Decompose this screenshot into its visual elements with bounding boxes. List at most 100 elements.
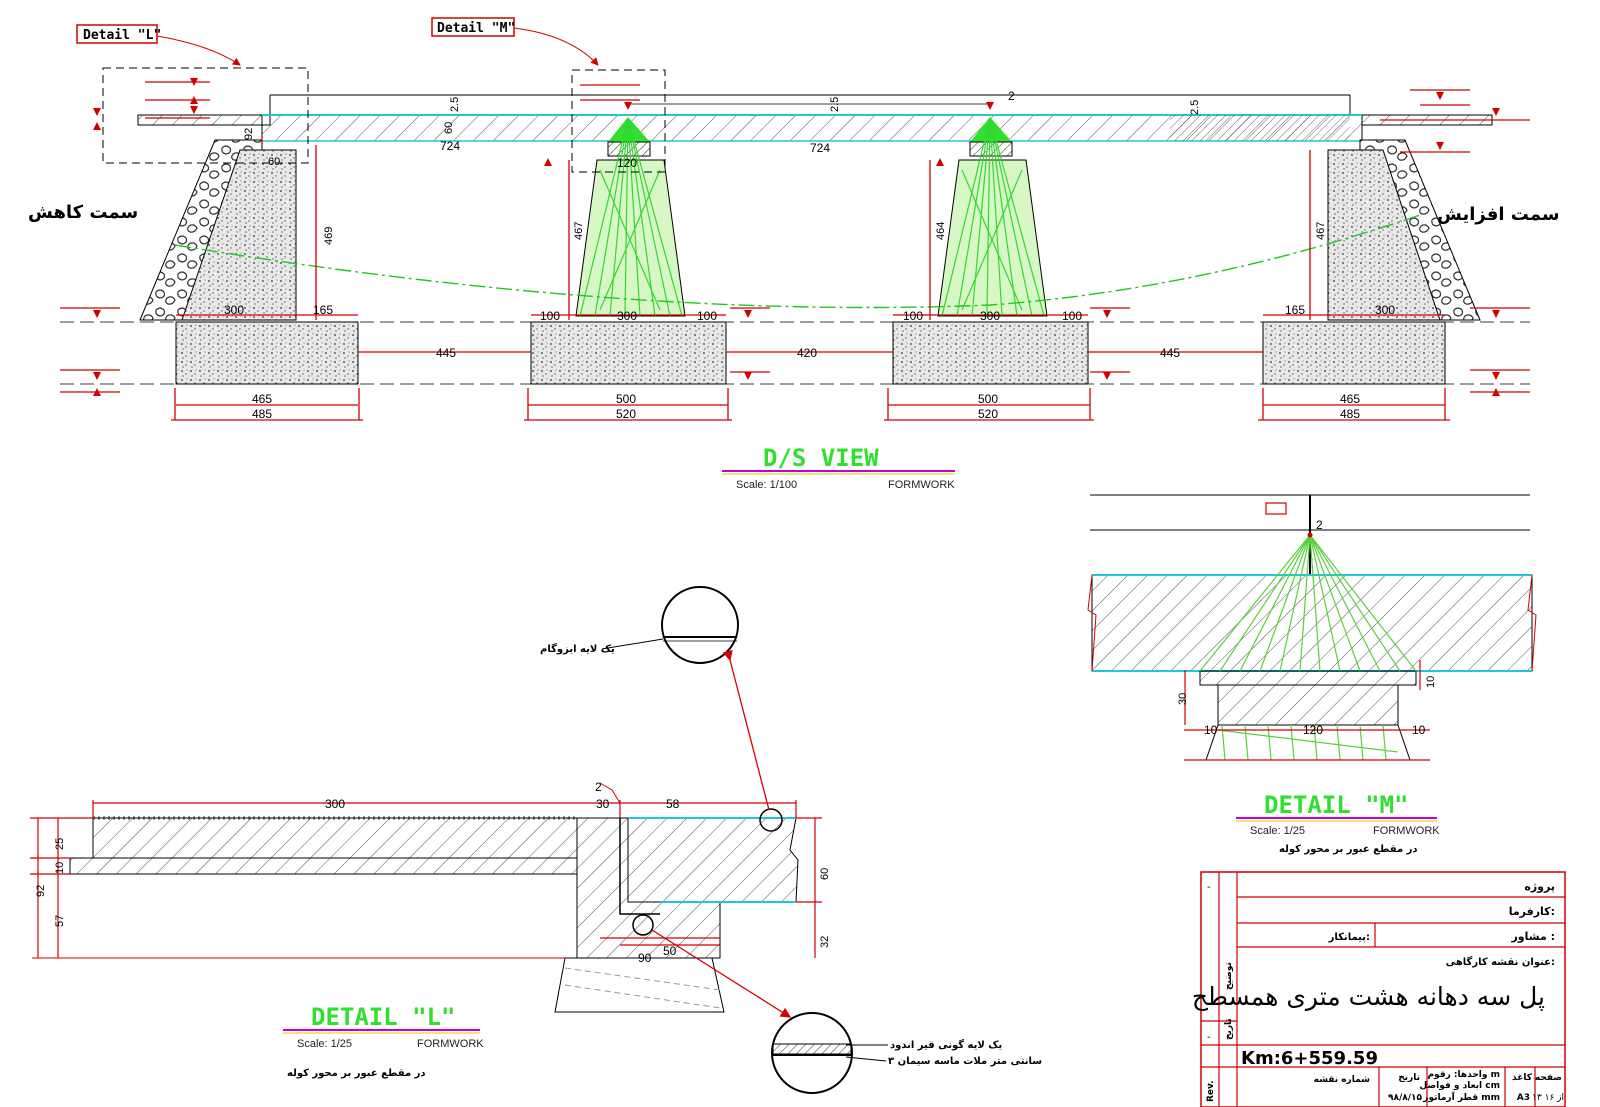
tb-paper: A3 (1517, 1093, 1530, 1103)
deck-dim-7: 2 (1008, 89, 1015, 103)
pier1-a-dim: 100 (540, 309, 560, 323)
right-base2-dim: 300 (1375, 303, 1395, 317)
right-span-dim: 445 (1160, 346, 1180, 360)
pier1-height-dim: 467 (573, 222, 585, 240)
detail-m-dim-height: 30 (1177, 693, 1189, 705)
right-w2-dim: 485 (1340, 407, 1360, 421)
tb-units-3: قطر آرماتور mm (1422, 1091, 1500, 1103)
detail-l: یک لایه ایزوگام یک لایه گونی قیر اندود ۳… (30, 586, 1042, 1094)
detail-m-dim-side: 10 (1425, 676, 1437, 688)
deck-dim-3: 2.5 (829, 97, 841, 112)
detail-l-title: DETAIL "L" (311, 1003, 456, 1031)
tb-drawing-title: پل سه دهانه هشت متری همسطح (1192, 982, 1545, 1012)
detail-l-bottom-label-2: ۳ سانتی متر ملات ماسه سیمان (888, 1056, 1042, 1067)
detail-m-box (571, 69, 666, 173)
tb-dash-1: - (1207, 882, 1211, 893)
ds-view: Detail "L" Detail "M" سمت کاهش سمت افزای… (28, 17, 1560, 491)
title-block: پروژه کارفرما: مشاور : پیمانکار: عنوان ن… (1192, 871, 1566, 1107)
deck-dim-6: 724 (810, 141, 830, 155)
detail-l-dim-90: 90 (638, 951, 652, 965)
left-span-dim: 445 (436, 346, 456, 360)
detail-l-top-bubble (661, 586, 739, 664)
detail-m-dim-left: 10 (1204, 723, 1218, 737)
detail-l-top-bubble-label: یک لایه ایزوگام (540, 642, 615, 655)
detail-m-scale: Scale: 1/25 (1250, 825, 1305, 837)
detail-l-dim-92: 92 (35, 885, 47, 897)
tb-units-2: ابعاد و فواصل cm (1419, 1081, 1500, 1091)
pier1-w2-dim: 520 (616, 407, 636, 421)
left-d2-dim: 60 (268, 156, 280, 168)
tb-dash-2: - (1207, 1032, 1211, 1043)
detail-l-dim-10: 10 (54, 862, 66, 874)
pier1-b-dim: 300 (617, 309, 637, 323)
pier-1 (530, 117, 727, 385)
detail-l-scale: Scale: 1/25 (297, 1038, 352, 1050)
tb-side-1: توضیح (1224, 962, 1234, 990)
detail-l-callout: Detail "L" (83, 28, 161, 43)
tb-drawing-title-label: عنوان نقشه کارگاهی: (1446, 955, 1555, 968)
left-footing (175, 321, 359, 385)
pier-1-footing (530, 321, 727, 385)
deck-dim-2: 60 (443, 122, 455, 134)
detail-l-dim-60: 60 (819, 868, 831, 880)
pier2-w1-dim: 500 (978, 392, 998, 406)
detail-m-dim-top: 2 (1316, 518, 1323, 532)
detail-m-dim-center: 120 (1303, 723, 1323, 737)
pier2-w2-dim: 520 (978, 407, 998, 421)
deck-dim-5: 724 (440, 139, 460, 153)
pier2-b-dim: 300 (980, 309, 1000, 323)
detail-l-dim-57: 57 (54, 915, 66, 927)
left-height-dim: 469 (323, 227, 335, 245)
pier2-a-dim: 100 (903, 309, 923, 323)
ds-view-title: D/S VIEW (763, 444, 879, 472)
tb-consultant: مشاور : (1510, 930, 1555, 943)
detail-l-box (102, 67, 309, 164)
detail-m-dim-right: 10 (1412, 723, 1426, 737)
tb-employer: کارفرما: (1509, 905, 1555, 918)
detail-m: 2 30 10 10 120 10 DETAIL "M" Scale: 1/25… (1087, 494, 1537, 855)
pier2-height-dim: 464 (935, 222, 947, 240)
tb-contractor: پیمانکار: (1328, 932, 1370, 943)
detail-l-dim-58: 58 (666, 797, 680, 811)
left-abutment (139, 139, 359, 385)
tb-project: پروژه (1524, 880, 1555, 893)
pier1-w1-dim: 500 (616, 392, 636, 406)
pier1-c-dim: 100 (697, 309, 717, 323)
detail-l-dim-2: 2 (595, 780, 602, 794)
tb-date: ۹۸/۸/۱۵ (1388, 1093, 1423, 1103)
tb-paper-label: کاغذ (1512, 1073, 1533, 1083)
detail-m-title: DETAIL "M" (1264, 791, 1409, 819)
detail-l-dim-300: 300 (325, 797, 345, 811)
right-abutment (1262, 139, 1481, 385)
left-d1-dim: 92 (243, 128, 255, 140)
tb-side-2: تاریخ (1224, 1018, 1234, 1040)
detail-m-caption: در مقطع عبور بر محور کوله (1279, 844, 1418, 855)
deck-dim-4: 2.5 (1189, 100, 1201, 115)
tb-page-label: صفحه (1535, 1073, 1562, 1083)
pier2-c-dim: 100 (1062, 309, 1082, 323)
ds-view-scale: Scale: 1/100 (736, 479, 797, 491)
detail-l-caption: در مقطع عبور بر محور کوله (287, 1068, 426, 1079)
left-base2-dim: 165 (313, 303, 333, 317)
detail-m-callout: Detail "M" (437, 21, 515, 36)
detail-l-dim-30: 30 (596, 797, 610, 811)
tb-units-1: واحدها: رقوم m (1427, 1070, 1500, 1080)
ds-view-note: FORMWORK (888, 479, 955, 491)
right-side-label: سمت افزایش (1437, 204, 1560, 225)
left-side-label: سمت کاهش (28, 202, 138, 223)
left-w2-dim: 485 (252, 407, 272, 421)
left-w1-dim: 465 (252, 392, 272, 406)
right-footing (1262, 321, 1446, 385)
detail-l-bottom-label-1: یک لایه گونی قیر اندود (890, 1038, 1003, 1051)
detail-m-note: FORMWORK (1373, 825, 1440, 837)
deck-dim-1: 2.5 (449, 97, 461, 112)
tb-sheet-no: شماره نقشه (1314, 1075, 1371, 1085)
detail-l-dim-50: 50 (663, 944, 677, 958)
tb-dash-3: - (1207, 1080, 1211, 1091)
right-w1-dim: 465 (1340, 392, 1360, 406)
tb-km: Km:6+559.59 (1241, 1048, 1378, 1069)
detail-l-dim-25: 25 (54, 838, 66, 850)
tb-rev: Rev. (1206, 1080, 1216, 1102)
pier-2-footing (892, 321, 1089, 385)
